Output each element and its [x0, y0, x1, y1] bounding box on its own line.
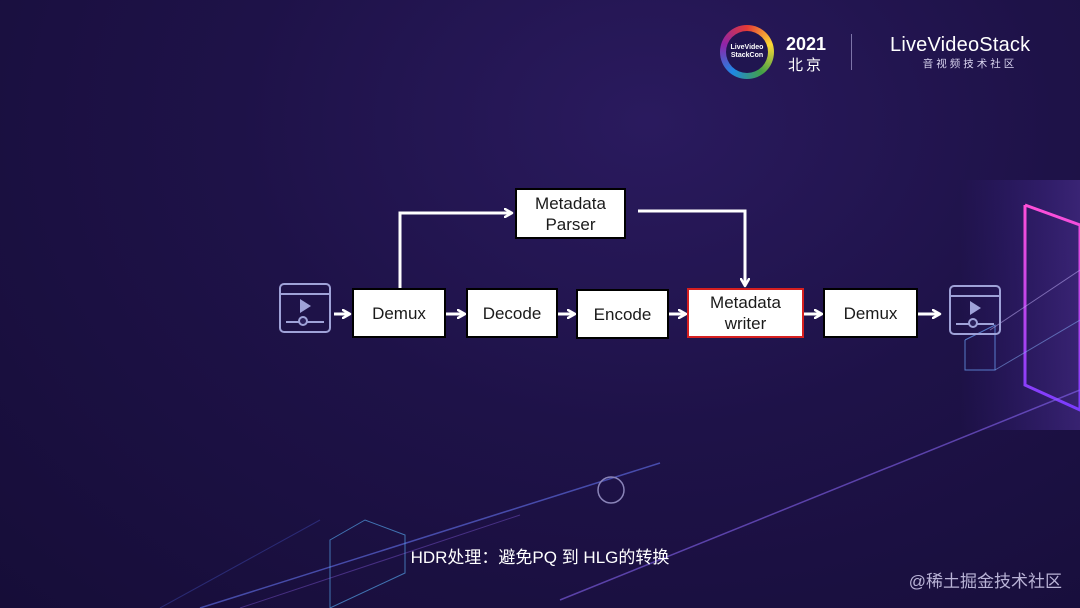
output-video-icon: [949, 285, 1001, 335]
metadata-parser-node: Metadata Parser: [515, 188, 626, 239]
demux-input-node: Demux: [352, 288, 446, 338]
input-video-icon: [279, 283, 331, 333]
conference-year: 2021: [786, 34, 827, 54]
demux-output-node: Demux: [823, 288, 918, 338]
brand-subtitle: 音视频技术社区: [922, 58, 1018, 70]
slide-caption: HDR处理：避免PQ 到 HLG的转换: [410, 548, 670, 567]
conference-logo: LiveVideo StackCon: [720, 25, 774, 79]
watermark: @稀土掘金技术社区: [908, 572, 1062, 591]
metadata-writer-node: Metadata writer: [687, 288, 804, 338]
conference-logo-text: LiveVideo StackCon: [726, 31, 768, 73]
edge-parser-to-writer: [638, 209, 745, 286]
brand-name: LiveVideoStack: [890, 34, 1031, 56]
encode-node: Encode: [576, 289, 669, 339]
decode-node: Decode: [466, 288, 558, 338]
edge-demux-to-parser: [398, 213, 512, 289]
conference-city: 北京: [788, 57, 825, 74]
header-divider: [851, 34, 852, 70]
